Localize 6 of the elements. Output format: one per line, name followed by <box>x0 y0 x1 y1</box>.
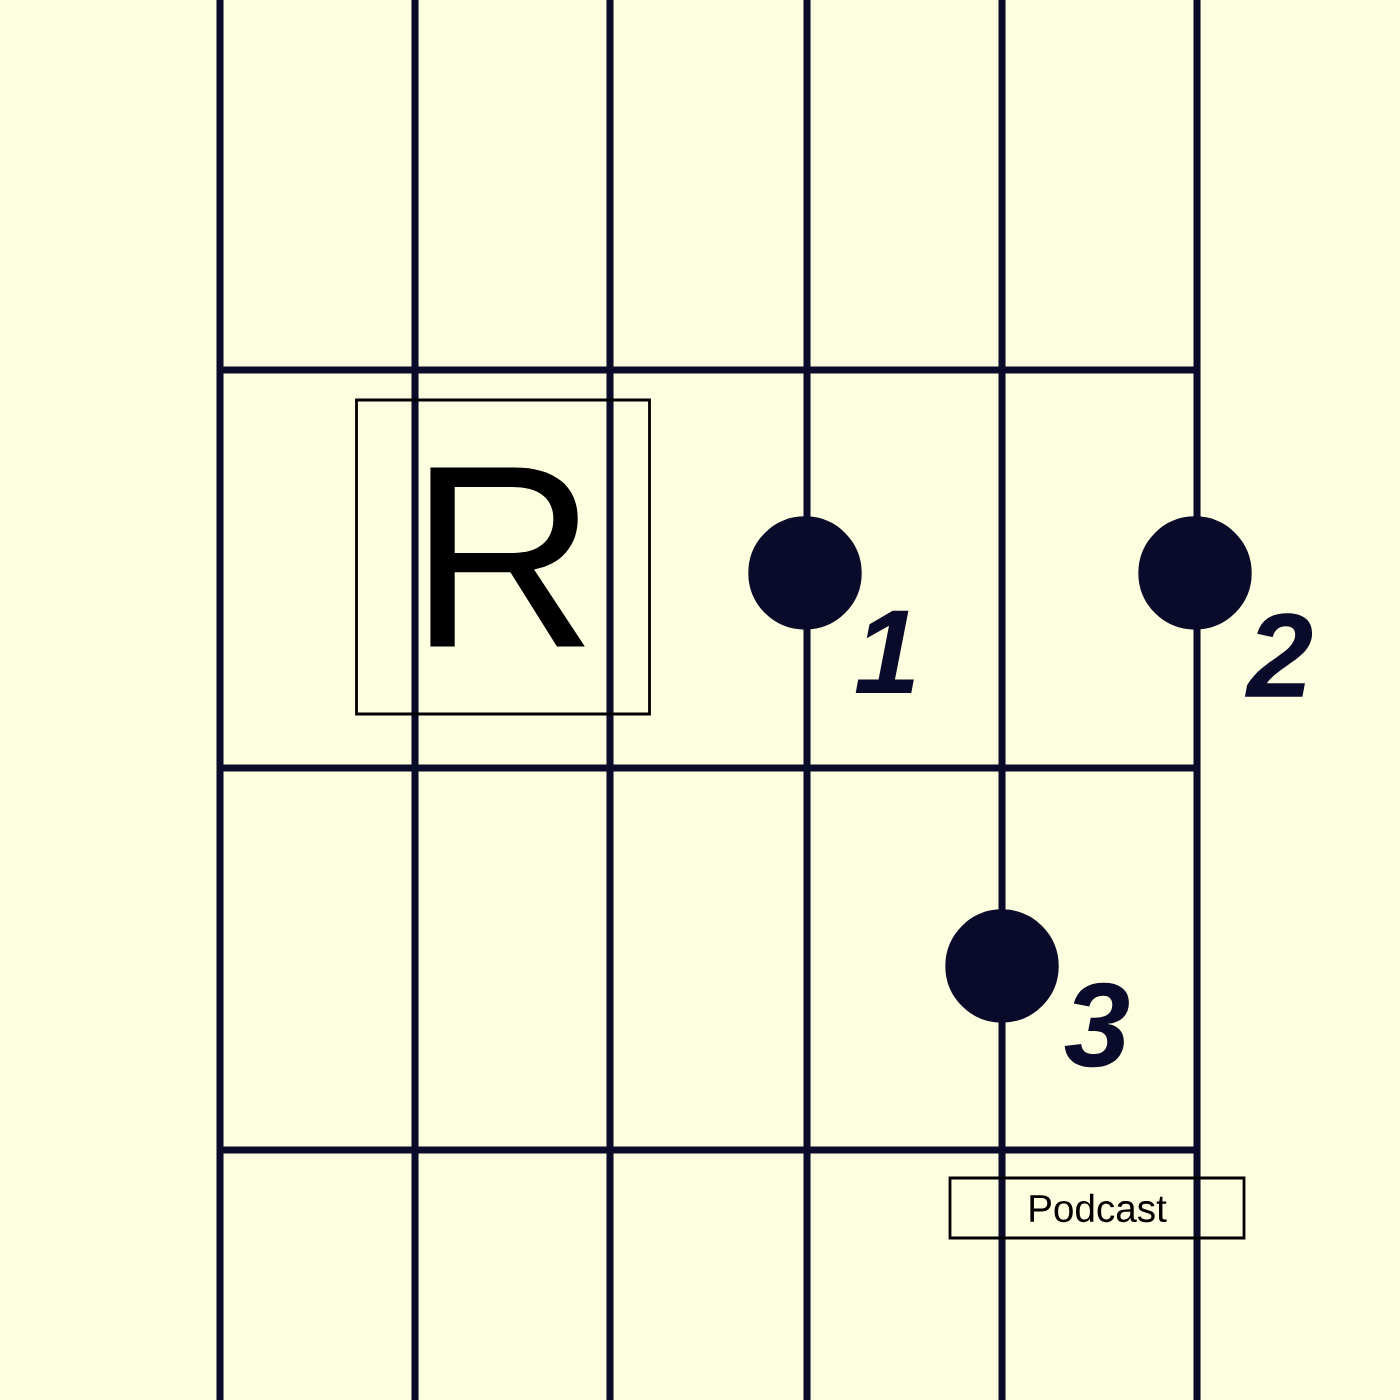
finger-number: 3 <box>1064 982 1129 1068</box>
finger-number: 2 <box>1244 613 1313 697</box>
letter-box: R <box>355 398 651 716</box>
title-box: Podcast <box>948 1176 1246 1240</box>
finger-number: 1 <box>855 610 914 694</box>
finger-dot <box>945 909 1059 1023</box>
